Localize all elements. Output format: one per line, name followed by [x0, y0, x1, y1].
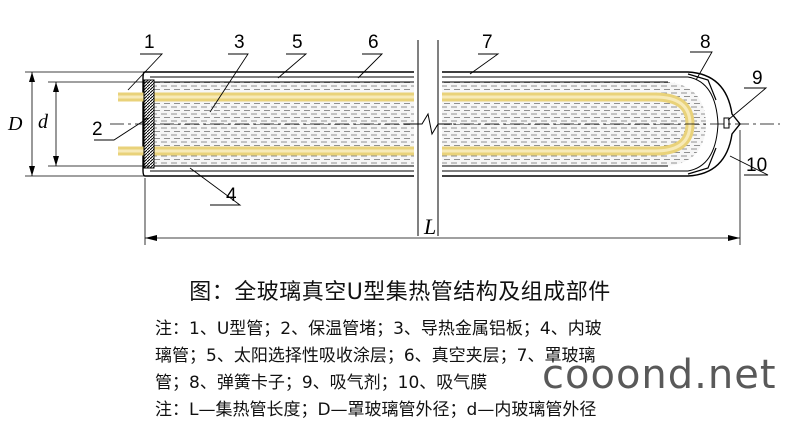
dim-L-label: L	[423, 214, 436, 239]
note-line-3: 管；8、弹簧卡子；9、吸气剂；10、吸气膜	[155, 373, 488, 393]
label-1: 1	[144, 32, 155, 53]
dim-d-label: d	[38, 111, 49, 133]
label-3: 3	[234, 32, 245, 53]
label-7: 7	[482, 32, 493, 53]
note-line-1: 注：1、U型管；2、保温管堵；3、导热金属铝板；4、内玻	[155, 319, 602, 339]
note-line-4: 注：L—集热管长度；D—罩玻璃管外径；d—内玻璃管外径	[155, 400, 597, 420]
break-symbol	[404, 112, 452, 136]
getter	[723, 117, 730, 129]
label-9: 9	[752, 68, 763, 89]
label-8: 8	[700, 32, 711, 53]
spring-clip	[687, 73, 717, 101]
watermark: cooond.net	[542, 352, 777, 398]
label-6: 6	[368, 32, 379, 53]
note-line-2: 璃管；5、太阳选择性吸收涂层；6、真空夹层；7、罩玻璃	[155, 346, 596, 366]
u-tube-collector-diagram: D d L 1 2 3 4 5 6 7 8 9 10	[7, 32, 780, 245]
label-10: 10	[746, 155, 767, 176]
label-5: 5	[292, 32, 303, 53]
label-2: 2	[92, 119, 103, 140]
dim-D-label: D	[7, 113, 23, 135]
label-4: 4	[226, 185, 237, 206]
figure-caption: 图：全玻璃真空U型集热管结构及组成部件	[189, 280, 611, 305]
